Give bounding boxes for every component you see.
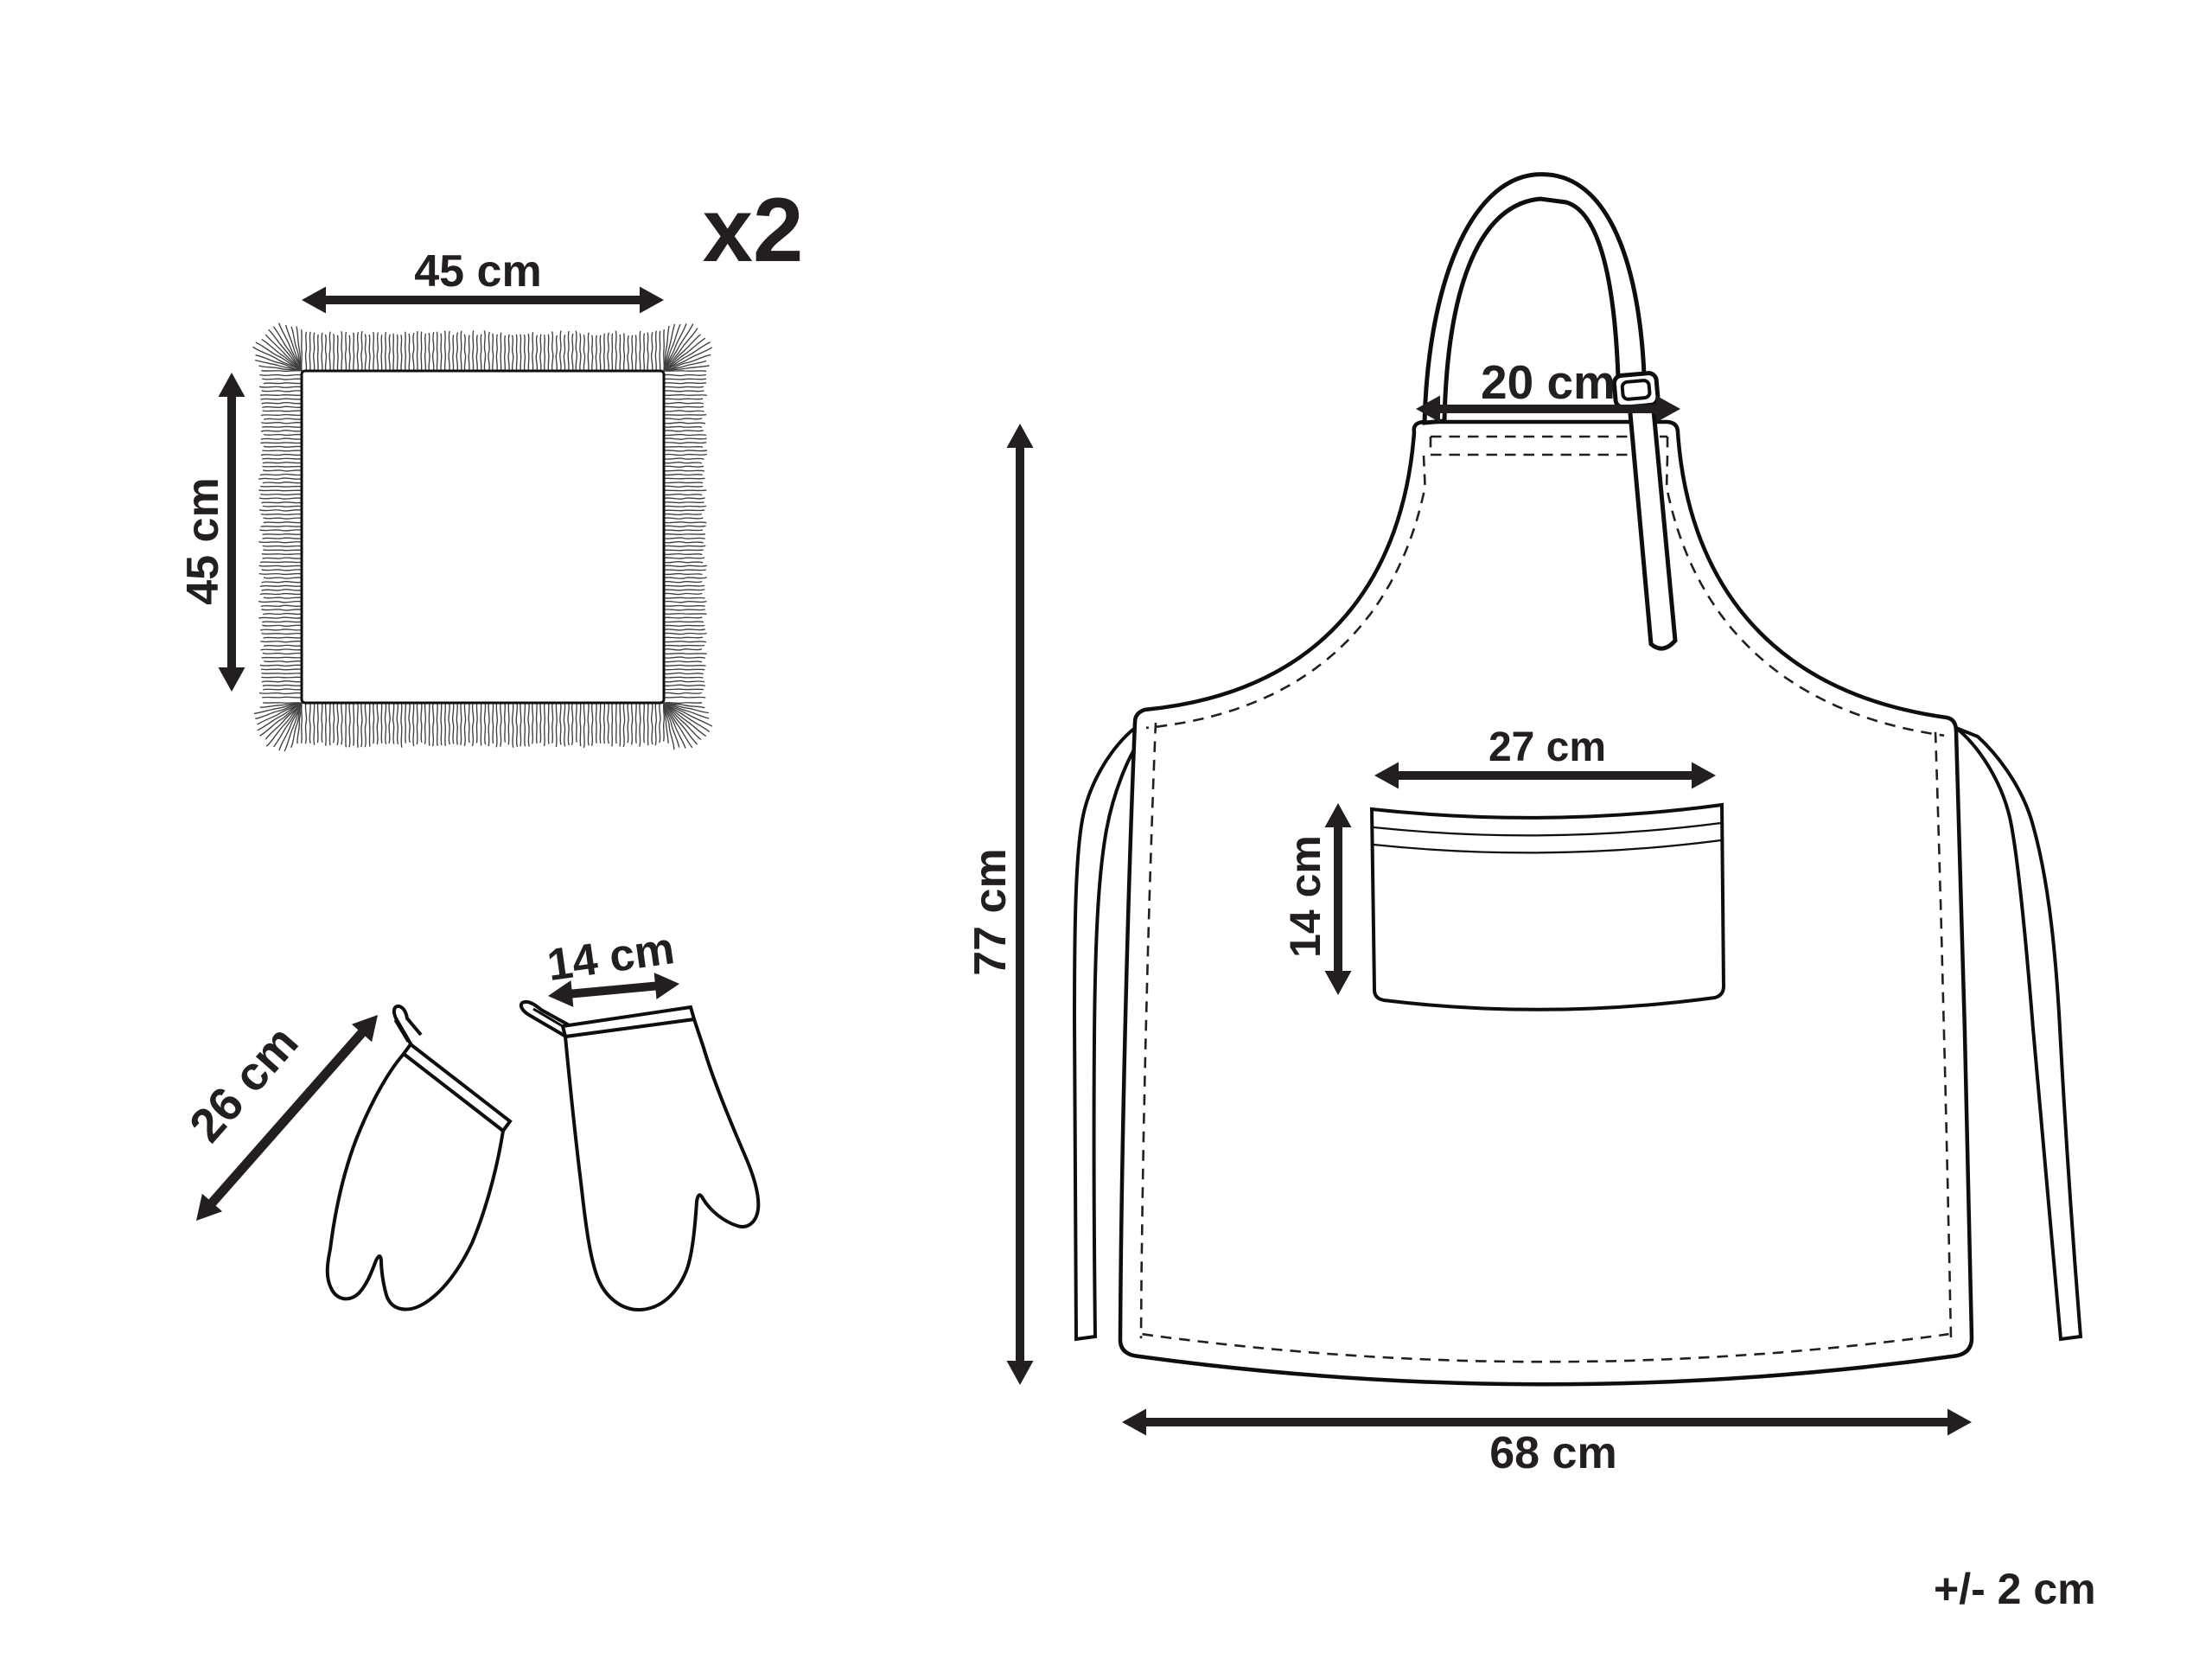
svg-text:20 cm: 20 cm [1481, 355, 1616, 409]
svg-text:27 cm: 27 cm [1488, 724, 1606, 770]
svg-text:45 cm: 45 cm [178, 477, 228, 604]
svg-text:14 cm: 14 cm [1281, 835, 1329, 958]
svg-text:x2: x2 [703, 180, 804, 281]
svg-text:+/- 2 cm: +/- 2 cm [1934, 1565, 2096, 1613]
svg-text:77 cm: 77 cm [966, 848, 1016, 975]
svg-text:68 cm: 68 cm [1489, 1428, 1616, 1478]
svg-text:45 cm: 45 cm [414, 246, 541, 297]
